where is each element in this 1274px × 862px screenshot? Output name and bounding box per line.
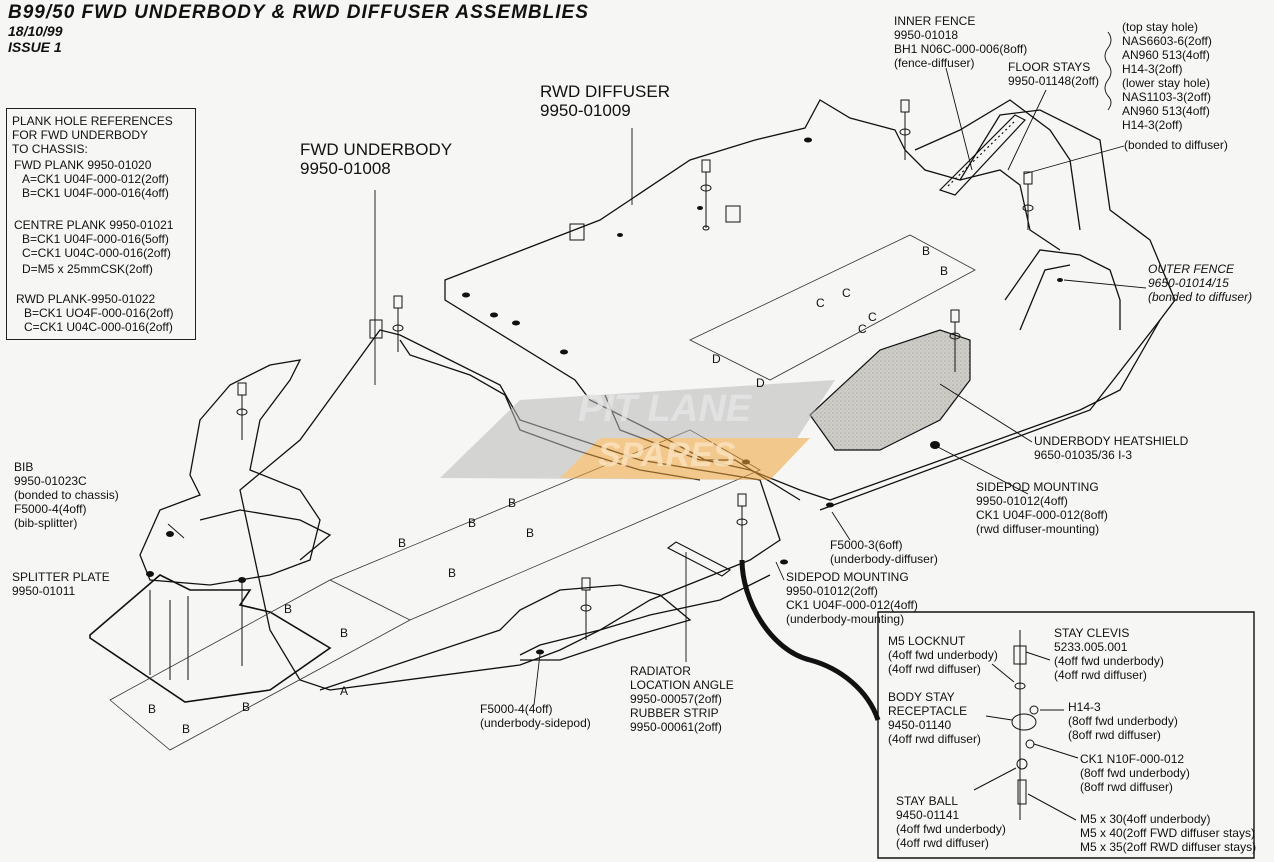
plank-reference-line: PLANK HOLE REFERENCES <box>12 114 173 128</box>
letter-b: B <box>242 700 251 714</box>
letter-b: B <box>468 516 477 530</box>
detail-m5-bolts: M5 x 30(4off underbody)M5 x 40(2off FWD … <box>1080 812 1257 854</box>
label-f5000-4-sidepod: F5000-4(4off)(underbody-sidepod) <box>480 702 591 730</box>
watermark-line1: PIT LANE <box>578 388 752 430</box>
bib-outline <box>139 359 332 586</box>
letter-b: B <box>508 496 517 510</box>
watermark-line2: SPARES <box>598 436 736 474</box>
drawing-title: B99/50 FWD UNDERBODY & RWD DIFFUSER ASSE… <box>8 2 589 56</box>
plank-reference-line: A=CK1 U04F-000-012(2off) <box>22 172 169 186</box>
plank-reference-line: B=CK1 UO4F-000-016(2off) <box>24 306 174 320</box>
letter-b: B <box>398 536 407 550</box>
inner-fence-plate <box>938 114 1026 196</box>
title-issue: ISSUE 1 <box>8 39 62 55</box>
stay-cable <box>739 559 881 721</box>
rwd-plank-outline <box>689 234 976 381</box>
underbody-heatshield <box>809 329 971 451</box>
letter-b: B <box>148 702 157 716</box>
letter-c: C <box>842 286 851 300</box>
leader-lines <box>167 31 1147 706</box>
plank-reference-line: C=CK1 U04C-000-016(2off) <box>22 246 171 260</box>
title-date: 18/10/99 <box>8 23 63 39</box>
detail-ck1-n10f: CK1 N10F-000-012(8off fwd underbody)(8of… <box>1080 752 1190 794</box>
plank-reference-line: TO CHASSIS: <box>12 142 88 156</box>
letter-b: B <box>182 722 191 736</box>
plank-reference-line: FOR FWD UNDERBODY <box>12 128 148 142</box>
letter-c: C <box>868 310 877 324</box>
label-f5000-3: F5000-3(6off)(underbody-diffuser) <box>830 538 938 566</box>
label-bonded-to-diffuser: (bonded to diffuser) <box>1124 138 1228 152</box>
letter-b: B <box>940 264 949 278</box>
stay-detail-parts <box>973 630 1079 821</box>
splitter-plate <box>89 574 332 703</box>
plank-reference-line: B=CK1 U04F-000-016(4off) <box>22 186 169 200</box>
plank-reference-line: RWD PLANK-9950-01022 <box>16 292 156 306</box>
plank-reference-line: D=M5 x 25mmCSK(2off) <box>22 262 153 276</box>
title-line1: B99/50 FWD UNDERBODY & RWD DIFFUSER ASSE… <box>8 2 589 23</box>
letter-c: C <box>816 296 825 310</box>
detail-box <box>877 611 1255 859</box>
radiator-location-angle <box>666 541 732 577</box>
fastener-stacks <box>149 99 1034 680</box>
detail-locknut: M5 LOCKNUT(4off fwd underbody)(4off rwd … <box>888 634 998 676</box>
plank-reference-line: CENTRE PLANK 9950-01021 <box>14 218 174 232</box>
letter-b: B <box>448 566 457 580</box>
detail-h14-3: H14-3(8off fwd underbody)(8off rwd diffu… <box>1068 700 1178 742</box>
plank-reference-line: C=CK1 U04C-000-016(2off) <box>24 320 173 334</box>
letter-b: B <box>340 626 349 640</box>
plank-reference-line: FWD PLANK 9950-01020 <box>14 158 152 172</box>
letter-b: B <box>922 244 931 258</box>
letter-a: A <box>340 684 349 698</box>
letter-b: B <box>284 602 293 616</box>
letter-b: B <box>526 526 535 540</box>
letter-d: D <box>756 376 765 390</box>
plank-reference-box <box>6 108 196 340</box>
letter-d: D <box>712 352 721 366</box>
label-stay-hole: (top stay hole)NAS6603-6(2off)AN960 513(… <box>1122 20 1212 132</box>
plank-reference-line: B=CK1 U04F-000-016(5off) <box>22 232 169 246</box>
letter-c: C <box>858 322 867 336</box>
